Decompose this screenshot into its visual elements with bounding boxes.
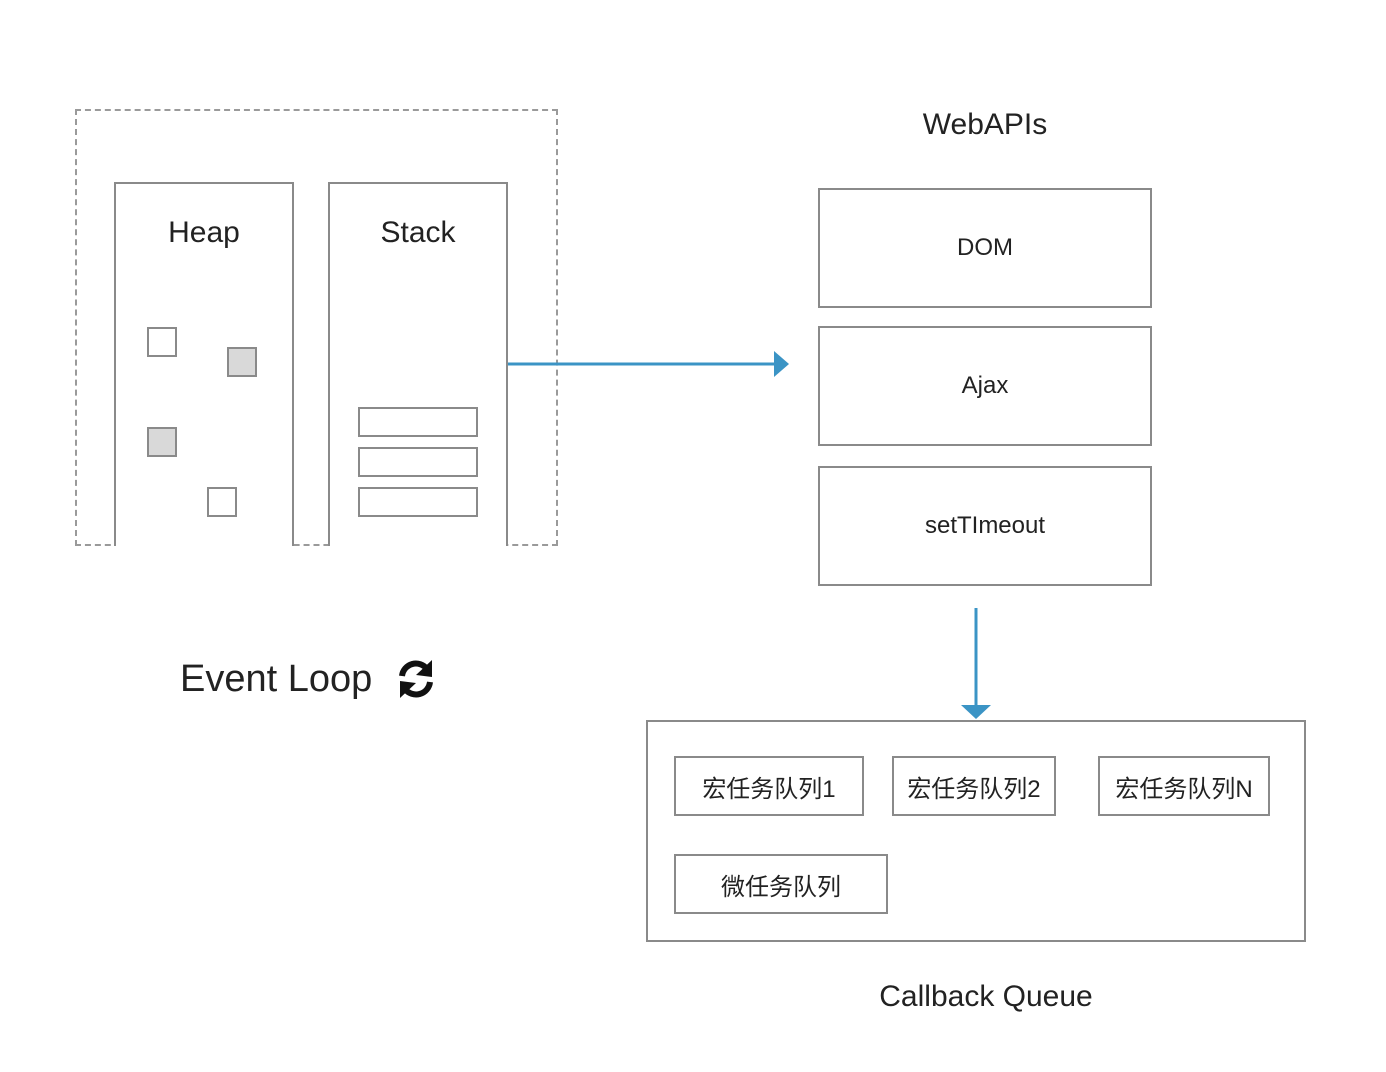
heap-title: Heap bbox=[168, 216, 240, 249]
macro-task-queue-n: 宏任务队列N bbox=[1098, 756, 1270, 816]
heap-object-filled bbox=[147, 427, 177, 457]
webapi-settimeout: setTImeout bbox=[818, 466, 1152, 586]
stack-frame bbox=[358, 487, 478, 517]
stack-frame bbox=[358, 447, 478, 477]
js-engine-boundary bbox=[75, 109, 558, 546]
callback-queue-title: Callback Queue bbox=[879, 980, 1093, 1013]
webapis-to-queue-arrow bbox=[961, 608, 991, 719]
event-loop: Event Loop bbox=[180, 654, 438, 704]
heap-column: Heap bbox=[114, 182, 294, 546]
macro-task-queue-2: 宏任务队列2 bbox=[892, 756, 1056, 816]
webapis-title: WebAPIs bbox=[922, 108, 1048, 141]
stack-column: Stack bbox=[328, 182, 508, 546]
heap-object bbox=[147, 327, 177, 357]
stack-to-webapis-arrow bbox=[508, 351, 789, 377]
heap-object-filled bbox=[227, 347, 257, 377]
webapi-ajax: Ajax bbox=[818, 326, 1152, 446]
stack-frame bbox=[358, 407, 478, 437]
stack-title: Stack bbox=[380, 216, 456, 249]
event-loop-label: Event Loop bbox=[180, 657, 373, 700]
webapi-dom: DOM bbox=[818, 188, 1152, 308]
macro-task-queue-1: 宏任务队列1 bbox=[674, 756, 864, 816]
micro-task-queue: 微任务队列 bbox=[674, 854, 888, 914]
heap-object bbox=[207, 487, 237, 517]
refresh-icon bbox=[399, 660, 434, 698]
